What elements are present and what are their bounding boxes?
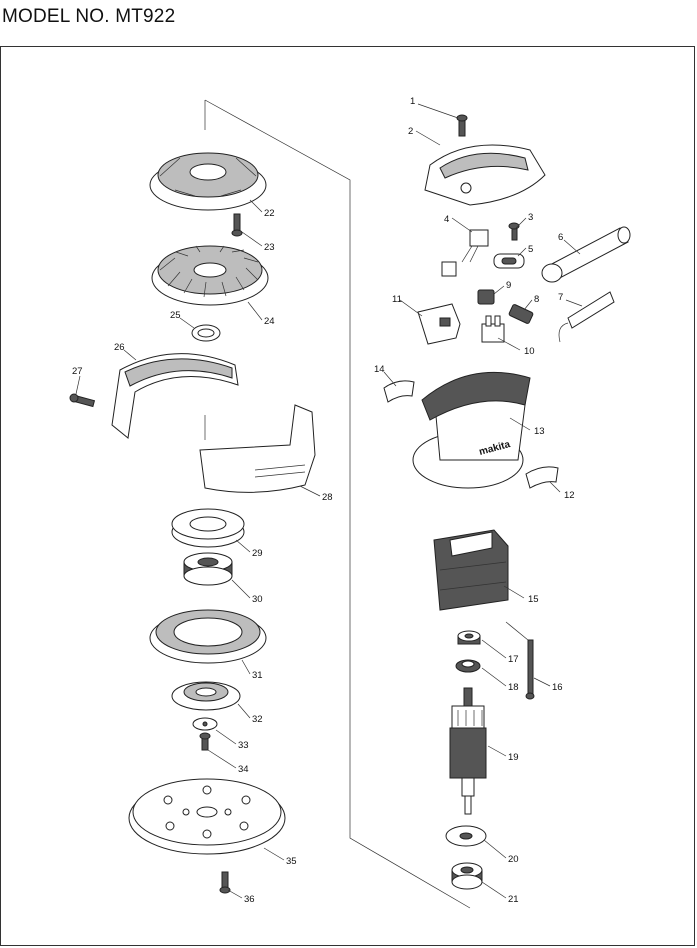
part-20-washer: [445, 825, 487, 847]
part-15-field: [433, 529, 509, 611]
part-18-insulation-washer: [455, 659, 481, 673]
part-31-plate: [149, 609, 267, 664]
part-22-plate: [149, 152, 267, 211]
label-20: 20: [508, 854, 519, 865]
part-28-cover: [199, 404, 316, 493]
label-29: 29: [252, 548, 263, 559]
label-28: 28: [322, 492, 333, 503]
part-7-cord-guard: [558, 291, 615, 343]
label-22: 22: [264, 208, 275, 219]
label-34: 34: [238, 764, 249, 775]
label-1: 1: [410, 96, 415, 107]
label-11: 11: [392, 294, 402, 305]
label-4: 4: [444, 214, 449, 225]
label-33: 33: [238, 740, 249, 751]
label-35: 35: [286, 856, 297, 867]
assembly-guide-lines: [204, 99, 471, 909]
diagram-frame: [0, 46, 695, 946]
label-3: 3: [528, 212, 533, 223]
label-32: 32: [252, 714, 263, 725]
part-16-screw: [525, 639, 535, 700]
part-3-screw: [508, 222, 520, 241]
part-10-terminal-block: [481, 315, 505, 343]
label-21: 21: [508, 894, 519, 905]
label-7: 7: [558, 292, 563, 303]
label-27: 27: [72, 366, 83, 377]
label-12: 12: [564, 490, 575, 501]
part-19-armature: [449, 687, 487, 815]
part-9-terminal: [477, 289, 495, 305]
label-14: 14: [374, 364, 385, 375]
part-33-washer: [192, 717, 218, 731]
label-6: 6: [558, 232, 563, 243]
part-30-bearing: [183, 552, 233, 586]
label-26: 26: [114, 342, 125, 353]
leader-lines: [75, 103, 583, 899]
part-14-label: [383, 380, 415, 403]
part-6-handle: [541, 226, 631, 283]
part-4-capacitor: [441, 229, 489, 277]
part-1-screw: [456, 114, 468, 137]
label-24: 24: [264, 316, 275, 327]
part-35-sanding-pad: [128, 778, 286, 855]
part-13-motor-housing: makita: [412, 371, 531, 489]
label-23: 23: [264, 242, 275, 253]
label-9: 9: [506, 280, 511, 291]
label-36: 36: [244, 894, 255, 905]
label-19: 19: [508, 752, 519, 763]
part-5-holder: [493, 253, 525, 269]
label-10: 10: [524, 346, 535, 357]
label-17: 17: [508, 654, 519, 665]
label-16: 16: [552, 682, 563, 693]
label-5: 5: [528, 244, 533, 255]
part-8-cord-clamp: [508, 304, 534, 324]
label-18: 18: [508, 682, 519, 693]
label-13: 13: [534, 426, 545, 437]
part-36-screw: [219, 871, 231, 894]
label-8: 8: [534, 294, 539, 305]
part-21-bearing: [451, 862, 483, 890]
label-25: 25: [170, 310, 181, 321]
part-34-screw: [199, 732, 211, 751]
part-29-bearing-retainer: [171, 508, 245, 548]
part-2-top-cover: [424, 144, 546, 206]
part-23-screw: [231, 213, 243, 237]
part-17-bearing: [457, 630, 481, 645]
part-26-shroud: [111, 353, 239, 439]
label-31: 31: [252, 670, 263, 681]
part-25-washer: [191, 324, 221, 342]
label-30: 30: [252, 594, 263, 605]
part-32-holder: [171, 681, 241, 711]
part-12-label: [525, 466, 559, 489]
part-27-screw: [69, 393, 96, 408]
label-15: 15: [528, 594, 539, 605]
model-number-title: MODEL NO. MT922: [2, 6, 176, 27]
part-24-fan: [151, 245, 269, 306]
part-labels: 1 2 3 4 5 6 7 8 9 10 11 12 13 14 15 16 1…: [72, 96, 575, 905]
part-11-switch: [417, 303, 461, 345]
label-2: 2: [408, 126, 413, 137]
